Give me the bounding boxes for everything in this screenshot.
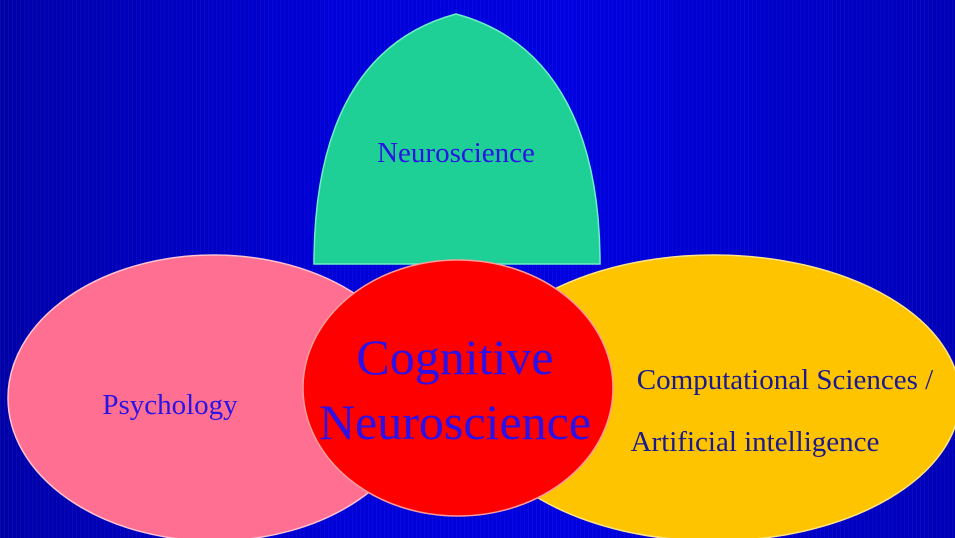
cognitive-neuroscience-label-line-1: Cognitive — [356, 329, 553, 385]
neuroscience-label: Neuroscience — [377, 137, 535, 169]
cognitive-neuroscience-region — [302, 259, 614, 517]
cognitive-neuroscience-label-line-2: Neuroscience — [319, 394, 591, 450]
computational-sciences-label-line-1: Computational Sciences / — [637, 364, 934, 396]
psychology-label: Psychology — [102, 389, 238, 421]
artificial-intelligence-label-line-2: Artificial intelligence — [631, 426, 880, 458]
neuroscience-region — [313, 13, 601, 265]
